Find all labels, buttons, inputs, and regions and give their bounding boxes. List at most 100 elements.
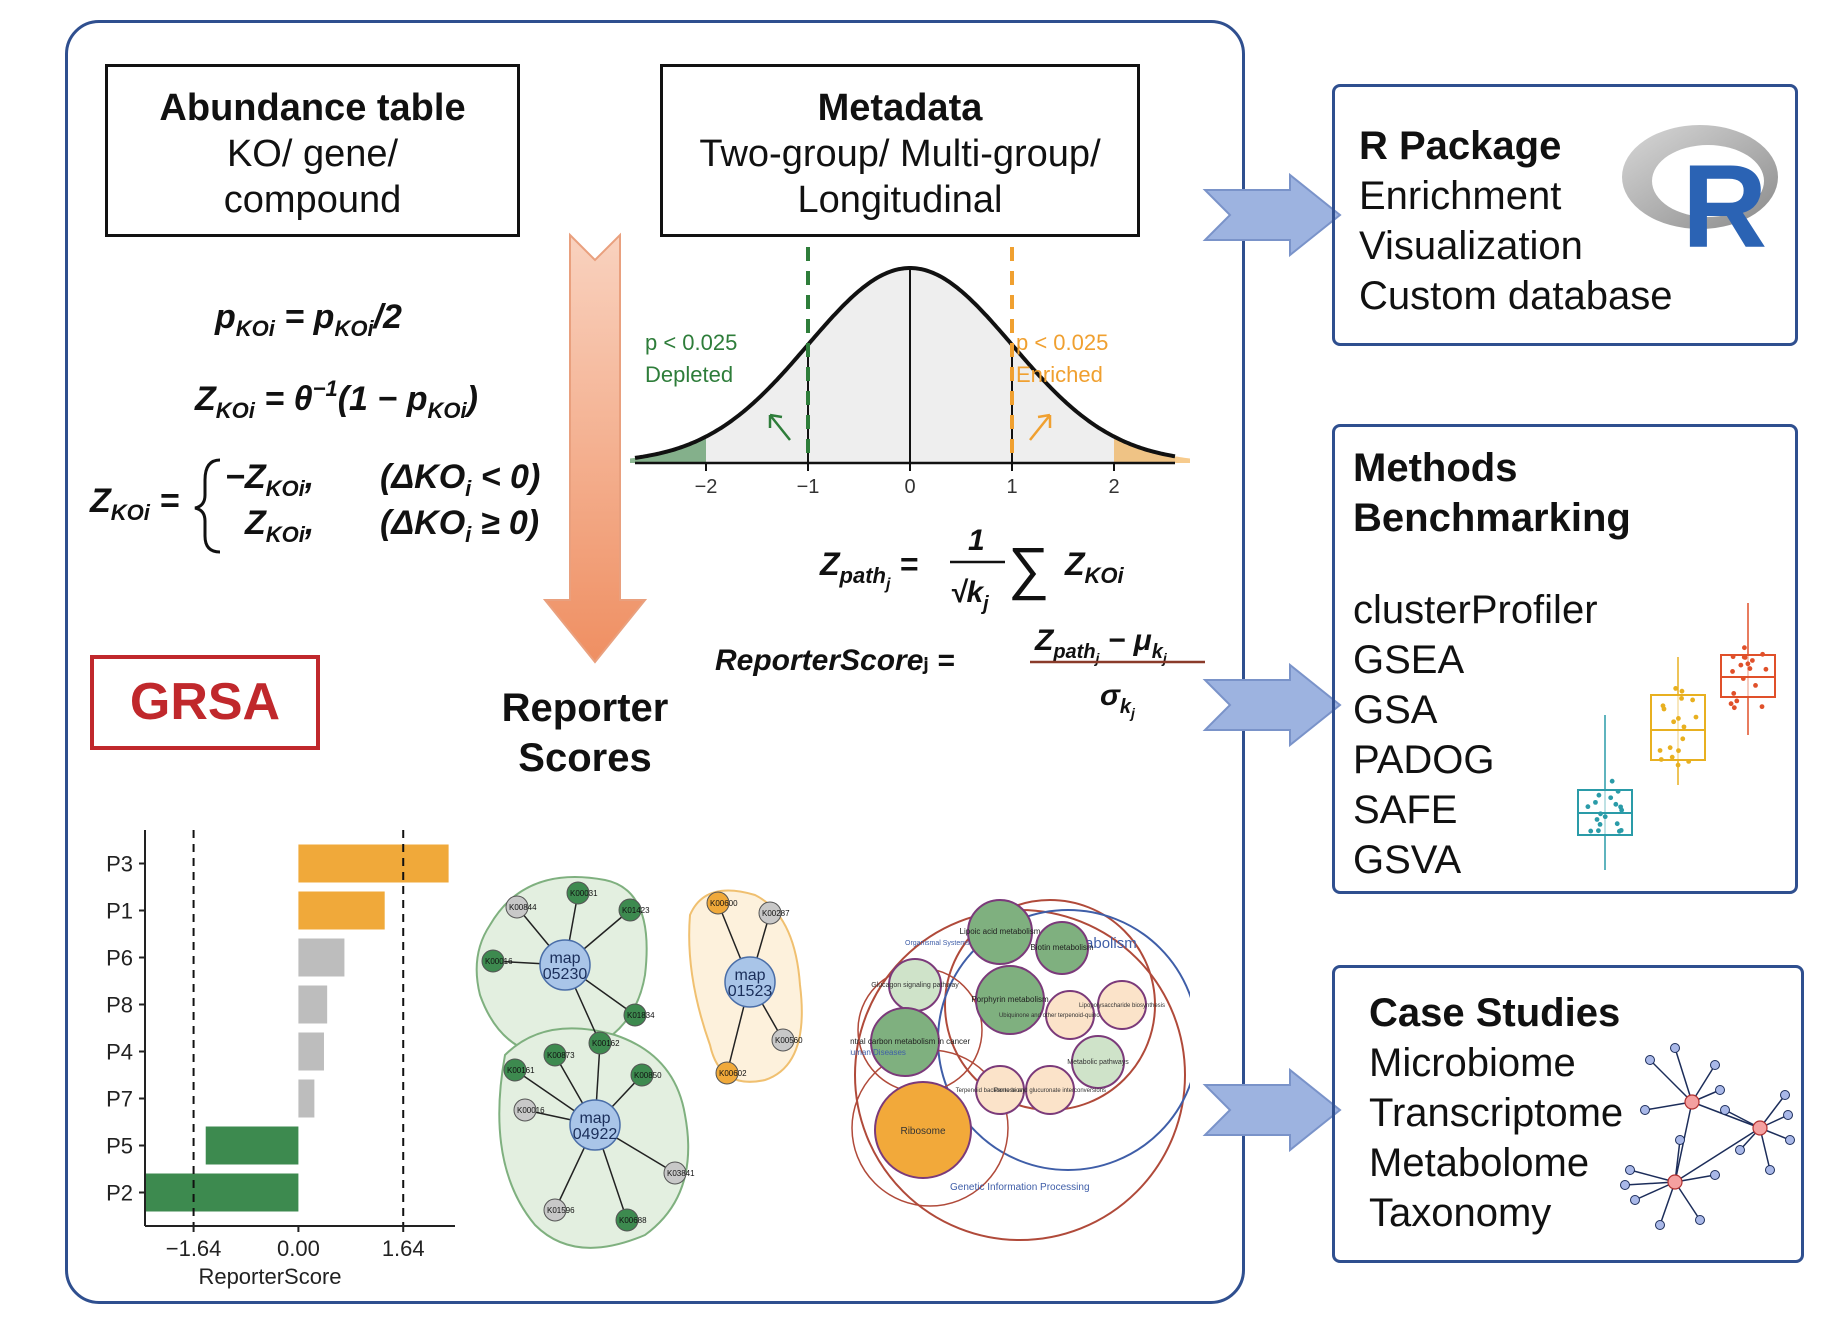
case-network-leaf [1670, 1043, 1680, 1053]
method-item: PADOG [1353, 738, 1495, 782]
distribution-tick-label: −1 [797, 476, 820, 498]
case-network-leaf [1620, 1180, 1630, 1190]
ko-equations: pKOi = pKOi/2 ZKOi = θ−1(1 − pKOi) ZKOi … [89, 298, 540, 554]
r-package-item: Visualization [1359, 224, 1583, 268]
case-network-leaf [1645, 1055, 1655, 1065]
boxplot-point [1594, 817, 1600, 822]
curve-fill [635, 268, 1175, 463]
network-hub-label: 04922 [573, 1126, 618, 1143]
boxplot-point [1608, 795, 1614, 801]
boxplot-point [1681, 724, 1687, 730]
boxplot-point [1730, 669, 1735, 674]
blue-arrow-rpackage [1202, 172, 1342, 258]
case-network-leaf [1655, 1220, 1665, 1230]
genetic-label: Genetic Information Processing [950, 1182, 1090, 1193]
reporter-scores-title: Reporter Scores [470, 683, 700, 783]
boxplot-point [1740, 676, 1746, 681]
r-package-title: R Package [1359, 124, 1562, 168]
case-item: Taxonomy [1369, 1191, 1552, 1235]
pentose-circle [1025, 1065, 1075, 1115]
boxplot-point [1693, 714, 1699, 720]
network-node-label: K00688 [619, 1216, 647, 1225]
case-network-leaf [1715, 1085, 1725, 1095]
main-panel-frame [65, 20, 1245, 1304]
abundance-line2: compound [223, 179, 402, 221]
network-node-label: K03841 [667, 1169, 695, 1178]
case-network-leaf [1710, 1170, 1720, 1180]
distribution-tick-label: −2 [695, 476, 718, 498]
boxplot-point [1745, 661, 1751, 667]
svg-text:pKOi = pKOi/2: pKOi = pKOi/2 [214, 298, 402, 341]
bar-P6 [298, 938, 345, 977]
network-node [715, 1061, 739, 1085]
case-network-leaf [1720, 1105, 1730, 1115]
svg-text:ZKOi =: ZKOi = [89, 482, 179, 525]
case-network-leaf [1695, 1215, 1705, 1225]
case-network-leaf [1630, 1195, 1640, 1205]
boxplot-point [1615, 788, 1621, 794]
case-item: Microbiome [1369, 1041, 1576, 1085]
boxplot-point [1731, 691, 1737, 696]
case-network-leaf [1640, 1105, 1650, 1115]
svg-text:(ΔKOi ≥ 0): (ΔKOi ≥ 0) [380, 504, 539, 547]
methods-box: Methods Benchmarking clusterProfiler GSE… [1332, 424, 1798, 894]
case-network-hub [1667, 1174, 1683, 1190]
boxplot-point [1738, 662, 1744, 668]
network-node-label: K00560 [775, 1036, 803, 1045]
case-network-edge [1644, 1101, 1693, 1111]
case-studies-box: Case Studies Microbiome Transcriptome Me… [1332, 965, 1804, 1263]
benchmark-boxplot-icon [1577, 603, 1776, 870]
boxplot-point [1616, 828, 1622, 834]
case-item: Metabolome [1369, 1141, 1590, 1185]
blue-arrow-cases [1202, 1067, 1342, 1153]
boxplot-point [1667, 745, 1673, 751]
svg-text:ZKOi: ZKOi [1064, 546, 1125, 588]
r-package-item: Custom database [1359, 274, 1673, 318]
x-axis-label: ReporterScore [198, 1264, 341, 1289]
boxplot-point [1676, 748, 1681, 754]
boxplot-point [1676, 716, 1681, 721]
abundance-title: Abundance table [159, 87, 466, 129]
bar-category-label: P8 [106, 993, 133, 1018]
case-network-leaf [1780, 1090, 1790, 1100]
case-network-leaf [1735, 1145, 1745, 1155]
methods-title-line2: Benchmarking [1353, 496, 1631, 540]
svg-text:Zpathj − μkj: Zpathj − μkj [1034, 624, 1168, 666]
lipopolysaccharide-label: Lipopolysaccharide biosynthesis [1079, 1003, 1165, 1009]
reporter-title-line2: Scores [518, 736, 652, 780]
network-node-label: K00850 [634, 1071, 662, 1080]
boxplot-point [1657, 748, 1663, 753]
boxplot-point [1669, 754, 1675, 760]
method-item: SAFE [1353, 788, 1458, 832]
bar-P1 [298, 891, 385, 930]
abundance-table-box: Abundance table KO/ gene/ compound [105, 64, 520, 237]
depleted-label: Depleted [645, 362, 733, 387]
pathway-circle-packing: Metabolism Organismal Systems Glucagon s… [850, 899, 1190, 1241]
enriched-p-label: p < 0.025 [1016, 330, 1108, 355]
ubiquinone-label: Ubiquinone and other terpenoid-quinone b… [999, 1013, 1141, 1019]
boxplot-point [1596, 792, 1602, 798]
network-node-label: K00873 [547, 1051, 575, 1060]
blue-arrow-methods [1202, 662, 1342, 748]
boxplot-point [1619, 807, 1625, 813]
case-network-hub [1684, 1094, 1700, 1110]
distribution-tick-label: 2 [1108, 476, 1119, 498]
case-network-leaf [1783, 1110, 1793, 1120]
x-tick-label: 0.00 [277, 1236, 320, 1261]
boxplot-point [1585, 804, 1591, 810]
enriched-arrow-icon [1029, 413, 1052, 441]
network-node-label: K00016 [517, 1106, 545, 1115]
svg-text:ZKOi,: ZKOi, [244, 504, 314, 547]
r-logo-letter: R [1682, 141, 1767, 255]
lipopolysaccharide-circle [1097, 980, 1147, 1030]
boxplot-point [1614, 821, 1620, 827]
network-node-label: K01596 [547, 1206, 575, 1215]
boxplot-point [1763, 666, 1769, 672]
network-node-label: K00287 [762, 909, 790, 918]
boxplot-point [1742, 645, 1747, 651]
network-node [615, 1208, 639, 1232]
metadata-line2: Longitudinal [797, 179, 1003, 221]
boxplot-point [1680, 736, 1686, 742]
grsa-label-box: GRSA [90, 655, 320, 750]
